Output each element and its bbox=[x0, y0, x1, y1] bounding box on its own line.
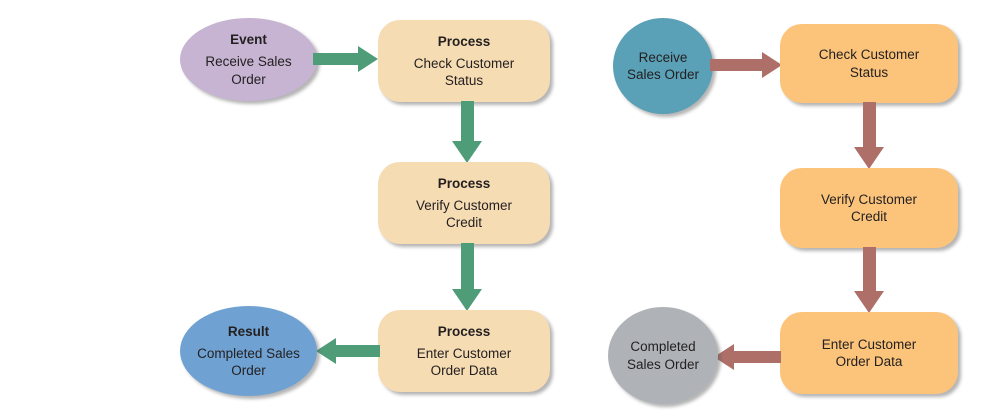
arrow-shaft bbox=[862, 102, 876, 147]
left-process-3-label: Enter Customer Order Data bbox=[416, 345, 512, 379]
right-connector-arrow-down-2 bbox=[854, 247, 884, 313]
arrow-head-down-icon bbox=[452, 141, 482, 163]
left-connector-arrow-down-1 bbox=[452, 101, 482, 163]
left-event-type-label: Event bbox=[230, 32, 267, 48]
left-process-node-2: Process Verify Customer Credit bbox=[378, 162, 550, 244]
left-event-node-label: Receive Sales Order bbox=[205, 54, 292, 87]
arrow-shaft bbox=[734, 351, 781, 363]
right-process-node-3: Enter Customer Order Data bbox=[780, 312, 958, 394]
right-process-node-1: Check Customer Status bbox=[780, 24, 958, 103]
left-result-node-label: Completed Sales Order bbox=[197, 345, 300, 379]
arrow-shaft bbox=[862, 247, 876, 291]
right-end-node-label: Completed Sales Order bbox=[626, 339, 700, 372]
left-process-3-type-label: Process bbox=[437, 323, 491, 339]
right-process-1-label: Check Customer Status bbox=[818, 47, 920, 80]
left-process-node-3: Process Enter Customer Order Data bbox=[378, 310, 550, 392]
arrow-head-right-icon bbox=[762, 52, 782, 78]
right-start-node: Receive Sales Order bbox=[613, 18, 713, 114]
arrow-head-down-icon bbox=[854, 147, 884, 169]
left-result-type-label: Result bbox=[227, 323, 270, 339]
arrow-head-down-icon bbox=[854, 291, 884, 313]
left-process-2-type-label: Process bbox=[437, 175, 491, 191]
right-process-2-label: Verify Customer Credit bbox=[820, 191, 918, 224]
arrow-shaft bbox=[460, 101, 474, 141]
left-connector-arrow-right bbox=[313, 46, 378, 72]
left-process-1-label: Check Customer Status bbox=[413, 55, 515, 89]
right-connector-arrow-down-1 bbox=[854, 102, 884, 169]
arrow-shaft bbox=[460, 243, 474, 289]
left-process-2-label: Verify Customer Credit bbox=[415, 197, 513, 231]
arrow-head-right-icon bbox=[358, 46, 378, 72]
arrow-head-left-icon bbox=[714, 344, 734, 370]
left-result-node: Result Completed Sales Order bbox=[180, 306, 317, 396]
right-end-node: Completed Sales Order bbox=[608, 307, 718, 404]
arrow-shaft bbox=[710, 59, 762, 71]
arrow-head-left-icon bbox=[316, 338, 336, 364]
right-start-node-label: Receive Sales Order bbox=[626, 49, 700, 82]
arrow-shaft bbox=[336, 345, 380, 357]
left-process-node-1: Process Check Customer Status bbox=[378, 20, 550, 102]
arrow-head-down-icon bbox=[452, 289, 482, 311]
right-connector-arrow-left bbox=[714, 344, 781, 370]
left-connector-arrow-down-2 bbox=[452, 243, 482, 311]
left-event-node: Event Receive Sales Order bbox=[180, 18, 317, 101]
right-connector-arrow-right bbox=[710, 52, 782, 78]
left-connector-arrow-left bbox=[316, 338, 380, 364]
right-process-3-label: Enter Customer Order Data bbox=[821, 336, 917, 369]
right-process-node-2: Verify Customer Credit bbox=[780, 168, 958, 248]
arrow-shaft bbox=[313, 53, 358, 65]
left-process-1-type-label: Process bbox=[437, 33, 491, 49]
